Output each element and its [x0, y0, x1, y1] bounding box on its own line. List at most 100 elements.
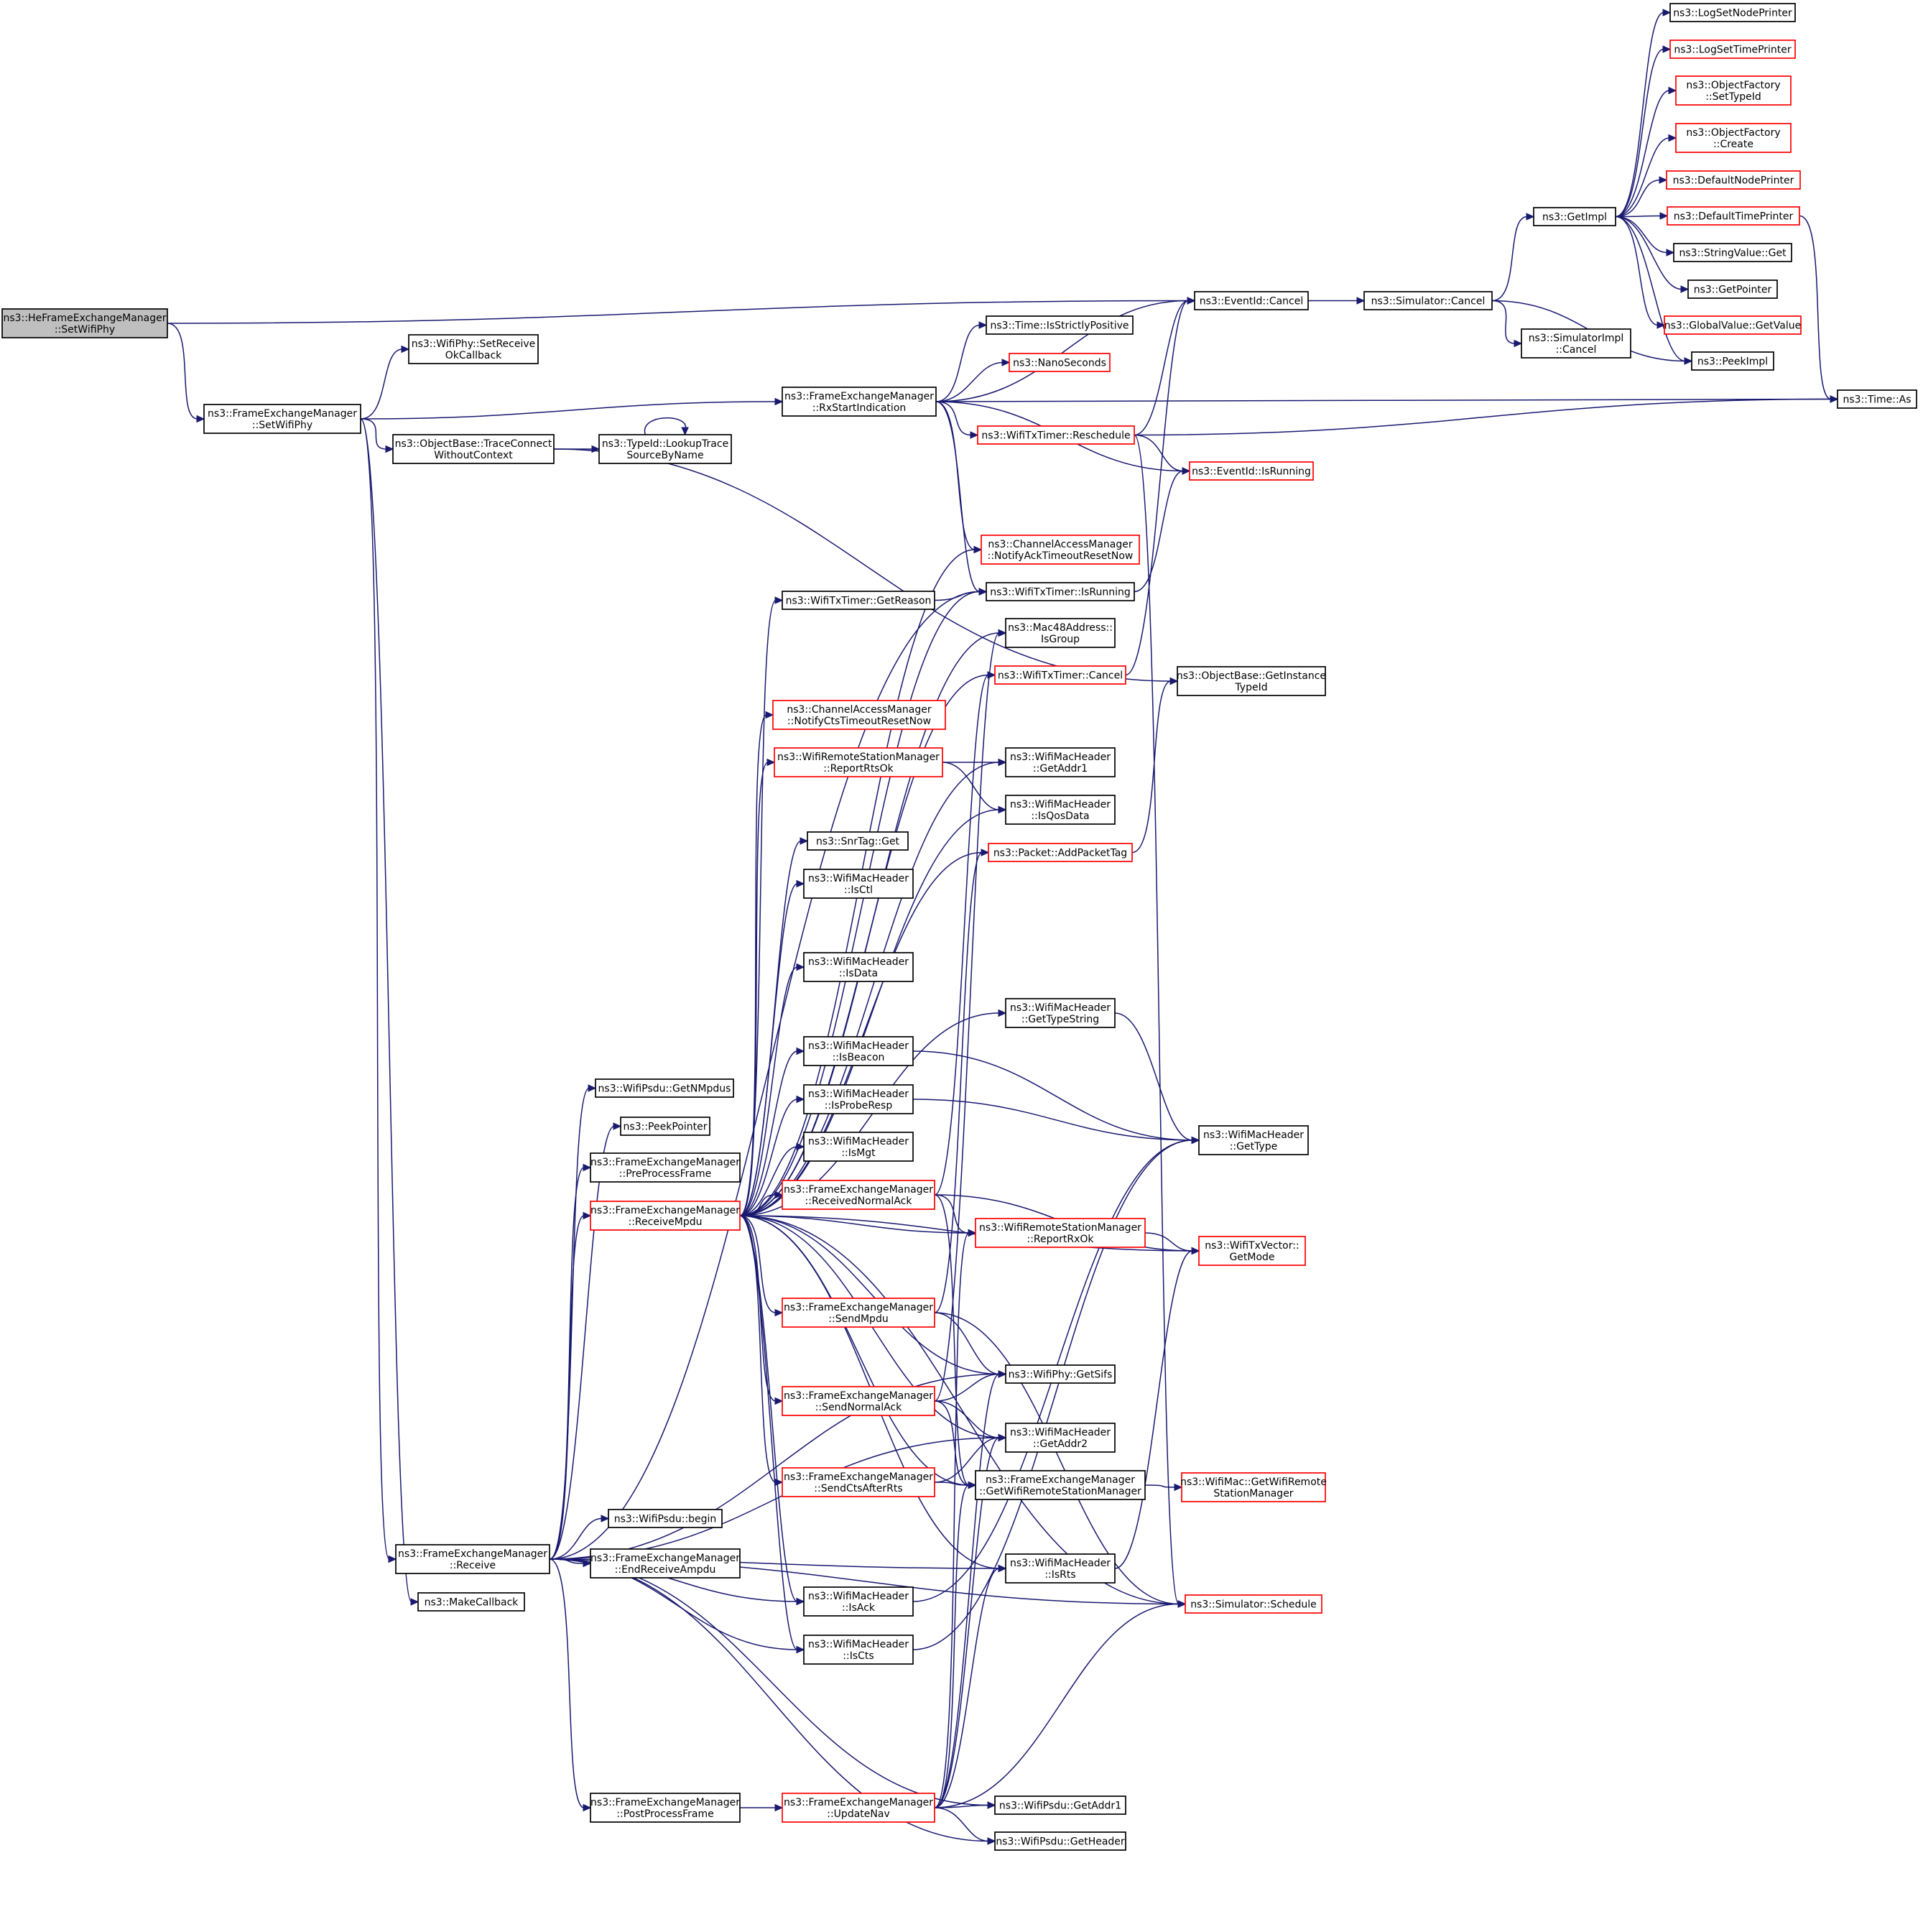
node-psdu-begin[interactable]: ns3::WifiPsdu::begin [608, 1509, 723, 1528]
node-box [782, 1298, 935, 1328]
node-txt-getreason[interactable]: ns3::WifiTxTimer::GetReason [782, 591, 935, 610]
node-label: ns3::WifiPhy::GetSifs [1009, 1369, 1113, 1381]
node-txv-getmode[interactable]: ns3::WifiTxVector::GetMode [1198, 1236, 1306, 1266]
node-def-time[interactable]: ns3::DefaultTimePrinter [1667, 206, 1800, 226]
node-hdr-getaddr2[interactable]: ns3::WifiMacHeader::GetAddr2 [1005, 1423, 1116, 1453]
node-postproc[interactable]: ns3::FrameExchangeManager::PostProcessFr… [590, 1793, 741, 1823]
node-hdr-isrts[interactable]: ns3::WifiMacHeader::IsRts [1005, 1553, 1116, 1584]
node-isctl[interactable]: ns3::WifiMacHeader::IsCtl [803, 869, 914, 899]
node-mac-getrsm[interactable]: ns3::WifiMac::GetWifiRemoteStationManage… [1180, 1472, 1327, 1502]
node-isproberesp[interactable]: ns3::WifiMacHeader::IsProbeResp [803, 1084, 914, 1114]
node-box [620, 1117, 710, 1136]
node-sim-cancel[interactable]: ns3::Simulator::Cancel [1363, 291, 1493, 310]
node-box [1005, 795, 1116, 825]
node-peekimpl[interactable]: ns3::PeekImpl [1691, 351, 1774, 371]
node-label: ns3::WifiPsdu::GetAddr1 [999, 1801, 1121, 1812]
node-cam-cts[interactable]: ns3::ChannelAccessManager::NotifyCtsTime… [772, 700, 946, 730]
node-recv-mpdu[interactable]: ns3::FrameExchangeManager::ReceiveMpdu [590, 1201, 741, 1231]
node-def-node[interactable]: ns3::DefaultNodePrinter [1666, 170, 1801, 190]
node-log-time[interactable]: ns3::LogSetTimePrinter [1669, 40, 1796, 59]
node-hdr-typestr[interactable]: ns3::WifiMacHeader::GetTypeString [1005, 998, 1116, 1028]
node-box [1189, 461, 1314, 481]
node-psdu-getaddr1[interactable]: ns3::WifiPsdu::GetAddr1 [994, 1795, 1126, 1815]
node-cam-ack[interactable]: ns3::ChannelAccessManager::NotifyAckTime… [981, 535, 1140, 565]
node-eventid-cancel[interactable]: ns3::EventId::Cancel [1194, 291, 1309, 310]
node-time-pos[interactable]: ns3::Time::IsStrictlyPositive [986, 315, 1134, 335]
node-strval-get[interactable]: ns3::StringValue::Get [1673, 243, 1792, 262]
node-psdu-getn[interactable]: ns3::WifiPsdu::GetNMpdus [595, 1078, 734, 1098]
call-edge-fem_setphy-to-make_cb [360, 418, 420, 1606]
node-rsm-rtsok[interactable]: ns3::WifiRemoteStationManager::ReportRts… [774, 747, 943, 777]
node-preproc[interactable]: ns3::FrameExchangeManager::PreProcessFra… [590, 1152, 741, 1183]
node-getpointer[interactable]: ns3::GetPointer [1687, 279, 1778, 299]
node-send-mpdu[interactable]: ns3::FrameExchangeManager::SendMpdu [782, 1298, 935, 1328]
node-label: ns3::HeFrameExchangeManager [3, 313, 166, 324]
node-isdata[interactable]: ns3::WifiMacHeader::IsData [803, 952, 914, 982]
node-hdr-isqos[interactable]: ns3::WifiMacHeader::IsQosData [1005, 795, 1116, 825]
node-label: StationManager [1213, 1488, 1293, 1499]
node-label: ns3::EventId::IsRunning [1192, 466, 1311, 478]
node-txt-resched[interactable]: ns3::WifiTxTimer::Reschedule [977, 425, 1135, 445]
node-gv-getvalue[interactable]: ns3::GlobalValue::GetValue [1664, 315, 1802, 335]
node-rsm-rxok[interactable]: ns3::WifiRemoteStationManager::ReportRxO… [975, 1218, 1146, 1248]
node-make-cb[interactable]: ns3::MakeCallback [417, 1592, 525, 1612]
edge-arrowhead [1182, 467, 1191, 475]
node-label: ns3::WifiPsdu::GetHeader [996, 1836, 1125, 1848]
node-sim-schedule[interactable]: ns3::Simulator::Schedule [1185, 1594, 1322, 1614]
node-time-as[interactable]: ns3::Time::As [1837, 389, 1917, 409]
node-recv-normack[interactable]: ns3::FrameExchangeManager::ReceivedNorma… [782, 1180, 935, 1210]
node-eventid-isrunning[interactable]: ns3::EventId::IsRunning [1189, 461, 1314, 481]
edge-arrowhead [1177, 1600, 1187, 1608]
node-label: ::Receive [450, 1560, 496, 1571]
node-rx-start[interactable]: ns3::FrameExchangeManager::RxStartIndica… [782, 387, 937, 417]
node-hdr-gettype[interactable]: ns3::WifiMacHeader::GetType [1198, 1125, 1309, 1155]
node-label: ns3::ObjectFactory [1686, 127, 1780, 139]
node-snrtag[interactable]: ns3::SnrTag::Get [807, 831, 909, 851]
node-phy-getsifs[interactable]: ns3::WifiPhy::GetSifs [1005, 1364, 1116, 1384]
node-of-create[interactable]: ns3::ObjectFactory::Create [1675, 123, 1792, 153]
node-log-node[interactable]: ns3::LogSetNodePrinter [1669, 3, 1796, 22]
node-nanosec[interactable]: ns3::NanoSeconds [1009, 353, 1111, 372]
node-box [1837, 389, 1917, 409]
edge-arrowhead [998, 1433, 1007, 1442]
node-send-normack[interactable]: ns3::FrameExchangeManager::SendNormalAck [782, 1386, 935, 1416]
node-fem-receive[interactable]: ns3::FrameExchangeManager::Receive [395, 1544, 550, 1574]
node-send-cts[interactable]: ns3::FrameExchangeManager::SendCtsAfterR… [782, 1467, 935, 1497]
node-of-settype[interactable]: ns3::ObjectFactory::SetTypeId [1675, 75, 1792, 106]
node-isbeacon[interactable]: ns3::WifiMacHeader::IsBeacon [803, 1036, 914, 1066]
node-psdu-gethdr[interactable]: ns3::WifiPsdu::GetHeader [994, 1831, 1126, 1851]
node-txt-isrunning[interactable]: ns3::WifiTxTimer::IsRunning [986, 582, 1135, 601]
node-box [1664, 315, 1802, 335]
call-edge-getimpl-to-def_time [1615, 212, 1669, 220]
node-label: ns3::NanoSeconds [1013, 358, 1106, 369]
node-box [1005, 1553, 1116, 1584]
node-label: ns3::WifiTxTimer::IsRunning [990, 587, 1131, 598]
node-txt-cancel[interactable]: ns3::WifiTxTimer::Cancel [994, 665, 1126, 685]
node-getimpl[interactable]: ns3::GetImpl [1533, 207, 1616, 226]
edge-arrowhead [1356, 297, 1366, 305]
node-simimpl-cancel[interactable]: ns3::SimulatorImpl::Cancel [1521, 328, 1631, 359]
node-ismgt[interactable]: ns3::WifiMacHeader::IsMgt [803, 1132, 914, 1162]
node-label: ns3::ChannelAccessManager [988, 539, 1133, 550]
node-peekptr[interactable]: ns3::PeekPointer [620, 1117, 710, 1136]
node-box [590, 1152, 741, 1183]
edge-arrowhead [410, 1598, 420, 1606]
call-edge-fem_receive-to-peekptr [549, 1122, 622, 1560]
node-iscts[interactable]: ns3::WifiMacHeader::IsCts [803, 1635, 914, 1665]
node-box [981, 535, 1140, 565]
node-hdr-getaddr1[interactable]: ns3::WifiMacHeader::GetAddr1 [1005, 747, 1116, 777]
edge-arrowhead [1514, 339, 1523, 348]
node-root[interactable]: ns3::HeFrameExchangeManager::SetWifiPhy [1, 308, 168, 338]
node-isack[interactable]: ns3::WifiMacHeader::IsAck [803, 1586, 914, 1617]
node-mac48-isgroup[interactable]: ns3::Mac48Address::IsGroup [1005, 618, 1116, 648]
call-edge-update_nav-to-phy_getsifs [934, 1370, 1007, 1808]
node-pkt-addtag[interactable]: ns3::Packet::AddPacketTag [988, 843, 1133, 862]
node-end-ampdu[interactable]: ns3::FrameExchangeManager::EndReceiveAmp… [590, 1548, 741, 1579]
node-fem-getrsm[interactable]: ns3::FrameExchangeManager::GetWifiRemote… [975, 1470, 1146, 1500]
node-update-nav[interactable]: ns3::FrameExchangeManager::UpdateNav [782, 1793, 935, 1823]
node-fem-setphy[interactable]: ns3::FrameExchangeManager::SetWifiPhy [203, 404, 361, 434]
node-trace-connect[interactable]: ns3::ObjectBase::TraceConnectWithoutCont… [392, 434, 555, 464]
